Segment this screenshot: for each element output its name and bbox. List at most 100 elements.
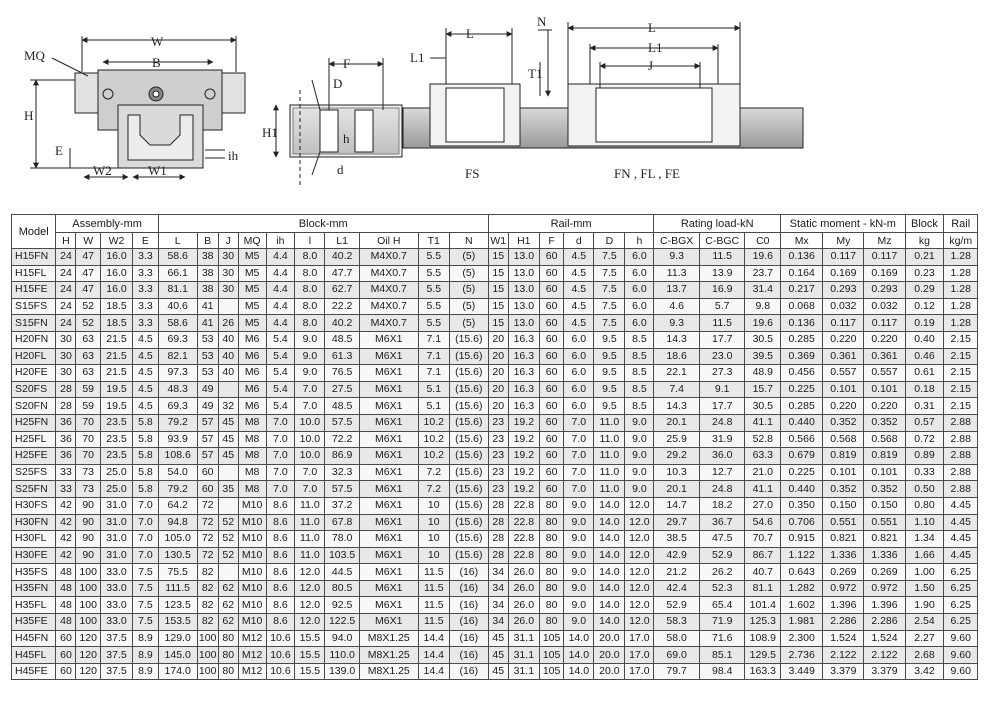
- table-cell: 4.4: [265, 297, 296, 316]
- table-cell: 16.0: [99, 248, 134, 266]
- table-cell: 20: [487, 347, 509, 366]
- table-cell: 10.6: [265, 629, 296, 648]
- table-cell: 60: [196, 480, 219, 498]
- table-cell: 66.1: [157, 264, 198, 283]
- table-cell: 7.2: [417, 463, 450, 482]
- table-cell: 7.0: [294, 397, 326, 415]
- table-cell: 16.9: [698, 281, 746, 299]
- table-cell: 26.0: [507, 596, 540, 615]
- table-cell: 19.2: [507, 447, 540, 465]
- table-cell: 130.5: [157, 546, 198, 565]
- table-cell: M6: [237, 397, 267, 415]
- header-block-weight: Block: [904, 214, 945, 233]
- table-cell: 9.0: [563, 613, 595, 631]
- table-cell: 12.0: [624, 496, 655, 515]
- table-cell: 79.7: [653, 662, 700, 681]
- column-header: T1: [417, 232, 450, 249]
- table-cell: 45: [217, 447, 239, 465]
- table-cell: 80: [538, 613, 565, 631]
- table-cell: 100: [75, 563, 101, 581]
- table-cell: M6X1: [358, 596, 419, 615]
- table-cell: 0.72: [904, 430, 945, 449]
- table-cell: 11.0: [593, 413, 626, 432]
- table-cell: 37.5: [99, 646, 134, 664]
- table-cell: 40.7: [744, 563, 782, 581]
- table-cell: 79.2: [157, 480, 198, 498]
- table-cell: 0.136: [780, 248, 824, 266]
- table-cell: 30: [217, 248, 239, 266]
- table-cell: 58.6: [157, 248, 198, 266]
- label-fn-j: J: [648, 58, 653, 73]
- table-cell: 2.54: [904, 613, 945, 631]
- table-cell: M6X1: [358, 413, 419, 432]
- table-cell: 9.60: [943, 662, 978, 681]
- table-cell: 4.4: [265, 248, 296, 266]
- header-group-row: Model Assembly-mm Block-mm Rail-mm Ratin…: [10, 214, 978, 249]
- table-cell: 1.10: [904, 513, 945, 532]
- table-cell: 19.2: [507, 430, 540, 449]
- table-cell: 38.5: [653, 530, 700, 548]
- table-cell: 34: [487, 563, 509, 581]
- technical-drawing: MQ W B H E W2 W1 ih F D h H1 d L L1 N T1: [24, 14, 804, 185]
- table-cell: 7.5: [132, 613, 159, 631]
- table-cell: 86.9: [324, 447, 360, 465]
- table-cell: 2.286: [822, 613, 865, 631]
- table-cell: 47.7: [324, 264, 360, 283]
- table-cell: 11.0: [593, 480, 626, 498]
- table-cell: 36.0: [698, 447, 746, 465]
- table-cell: M4X0.7: [358, 264, 419, 283]
- model-cell: H25FE: [10, 447, 57, 465]
- model-cell: H20FL: [10, 347, 57, 366]
- table-cell: 14.0: [593, 496, 626, 515]
- table-cell: 49: [196, 397, 219, 415]
- table-cell: 14.0: [593, 596, 626, 615]
- table-cell: 15.7: [744, 380, 782, 399]
- table-cell: 58.3: [653, 613, 700, 631]
- model-cell: H25FN: [10, 413, 57, 432]
- table-cell: 0.61: [904, 364, 945, 382]
- table-cell: 108.6: [157, 447, 198, 465]
- table-cell: 71.6: [698, 629, 746, 648]
- table-cell: 81.1: [744, 579, 782, 598]
- table-cell: 9.8: [744, 297, 782, 316]
- table-cell: 52: [217, 530, 239, 548]
- table-cell: 0.032: [863, 297, 906, 316]
- table-cell: 53: [196, 330, 219, 349]
- table-cell: 6.25: [943, 563, 978, 581]
- table-cell: 97.3: [157, 364, 198, 382]
- table-cell: 2.15: [943, 380, 978, 399]
- table-cell: 24.8: [698, 480, 746, 498]
- table-cell: 38: [196, 264, 219, 283]
- table-cell: 11.5: [417, 579, 450, 598]
- table-cell: 0.220: [863, 397, 906, 415]
- table-cell: 10: [417, 530, 450, 548]
- table-cell: 13.0: [507, 314, 540, 332]
- model-cell: H30FL: [10, 530, 57, 548]
- table-cell: (15.6): [448, 380, 489, 399]
- table-cell: 26.0: [507, 579, 540, 598]
- table-cell: 0.220: [863, 330, 906, 349]
- model-cell: S20FS: [10, 380, 57, 399]
- table-cell: 8.0: [294, 297, 326, 316]
- table-cell: 0.285: [780, 397, 824, 415]
- table-cell: 60: [538, 314, 565, 332]
- table-cell: 0.40: [904, 330, 945, 349]
- table-cell: 17.7: [698, 397, 746, 415]
- table-cell: 93.9: [157, 430, 198, 449]
- table-cell: 11.0: [593, 447, 626, 465]
- table-cell: 80: [217, 662, 239, 681]
- table-cell: 24: [55, 297, 77, 316]
- table-cell: 9.0: [563, 530, 595, 548]
- table-cell: 5.8: [132, 463, 159, 482]
- table-cell: 25.9: [653, 430, 700, 449]
- table-cell: 153.5: [157, 613, 198, 631]
- label-h1: H1: [262, 125, 278, 140]
- table-cell: 0.21: [904, 248, 945, 266]
- table-cell: 6.0: [563, 347, 595, 366]
- table-cell: 42.9: [653, 546, 700, 565]
- table-cell: 22.1: [653, 364, 700, 382]
- table-cell: 62: [217, 596, 239, 615]
